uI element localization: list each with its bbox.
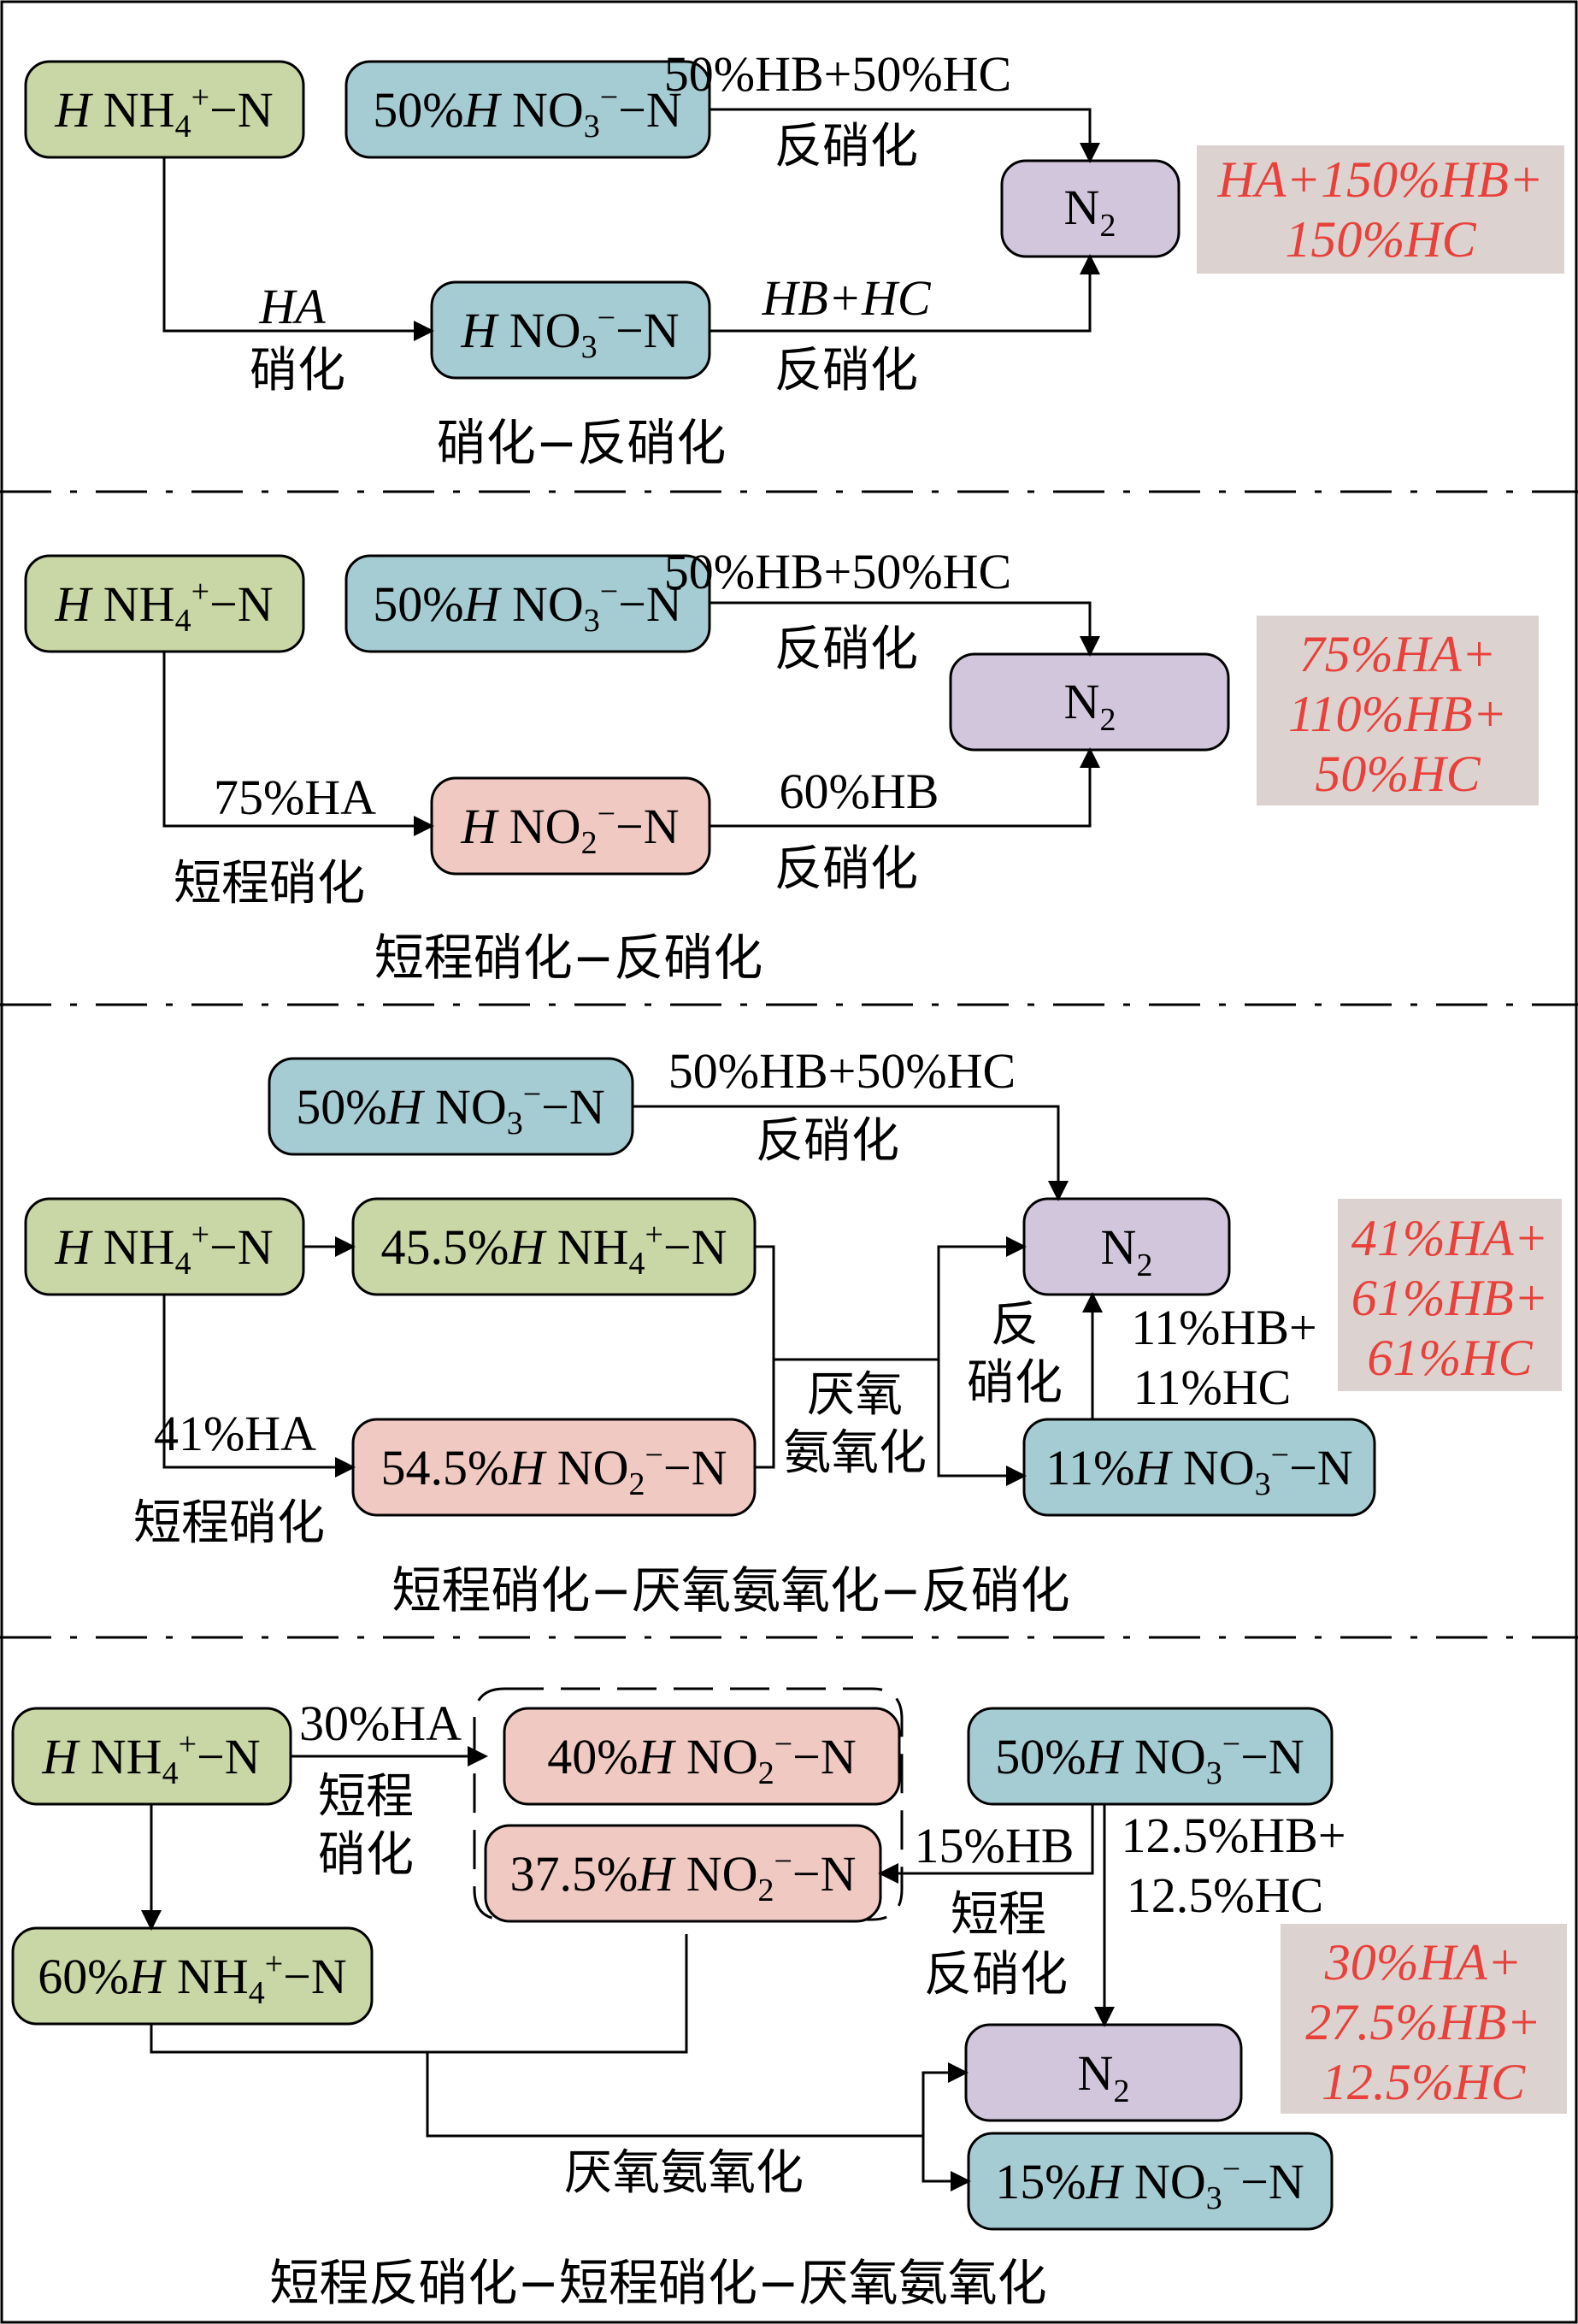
panel-nitrification-denitrification: H NH4+−N 50%H NO3−−N H NO3−−N N2 50%HB+5… <box>24 46 1564 472</box>
p2-denit-process: 反硝化 <box>774 841 918 897</box>
p1-no3-label: H NO3−−N <box>460 300 679 365</box>
panel-pn-anammox-denitrification: 50%H NO3−−N H NH4+−N 45.5%H NH4+−N 54.5%… <box>24 1043 1562 1619</box>
p1-nitrif-process: 硝化 <box>250 343 345 398</box>
panel-shortcut-nitrification-denitrification: H NH4+−N 50%H NO3−−N H NO2−−N N2 50%HB+5… <box>24 544 1539 987</box>
p1-top-process: 反硝化 <box>774 119 918 174</box>
p4-nitrif-process-line2: 硝化 <box>318 1827 414 1883</box>
p3-denit-rate-line2: 11%HC <box>1133 1360 1292 1415</box>
p1-no3-half-label: 50%H NO3−−N <box>373 80 682 145</box>
p3-no2-to-anammox <box>755 1360 775 1469</box>
p2-top-process: 反硝化 <box>774 622 918 677</box>
p1-caption: 硝化−反硝化 <box>437 414 727 472</box>
p4-nitrif-process-line1: 短程 <box>318 1769 414 1825</box>
p3-denit-rate-line1: 11%HB+ <box>1131 1300 1316 1355</box>
p4-note-line3: 12.5%HC <box>1322 2054 1526 2110</box>
p3-anammox-to-n2 <box>937 1236 1027 1360</box>
p3-note-box <box>1338 1199 1562 1391</box>
p4-no3-part-label: 15%H NO3−−N <box>995 2151 1304 2216</box>
p3-note-line2: 61%HB+ <box>1351 1270 1548 1326</box>
p4-nh4-label: H NH4+−N <box>41 1726 260 1791</box>
p4-note-box <box>1281 1924 1567 2114</box>
p4-caption: 短程反硝化−短程硝化−厌氧氨氧化 <box>269 2254 1046 2312</box>
p3-nh4-to-anammox <box>755 1245 939 1361</box>
p3-no3-part-label: 11%H NO3−−N <box>1045 1437 1352 1502</box>
p4-no2-a-label: 40%H NO2−−N <box>547 1726 857 1791</box>
p4-denit-rate-line2: 12.5%HC <box>1127 1867 1323 1923</box>
p1-n2-label: N2 <box>1064 180 1116 244</box>
p3-anammox-line2: 氨氧化 <box>783 1425 927 1481</box>
p1-denit-arrow <box>710 254 1100 333</box>
p2-note-line1: 75%HA+ <box>1299 626 1496 682</box>
p4-no3-half-label: 50%H NO3−−N <box>995 1726 1304 1791</box>
p4-anammox-process: 厌氧氨氧化 <box>564 2145 804 2201</box>
p3-nitrification-arrow <box>162 1295 356 1478</box>
p4-no2-a-box <box>503 1707 901 1806</box>
p1-note-line1: HA+150%HB+ <box>1217 151 1544 208</box>
p1-nitrif-rate: HA <box>258 279 326 334</box>
p3-note-line3: 61%HC <box>1367 1330 1533 1386</box>
p3-anammox-to-no3 <box>937 1360 1027 1486</box>
p2-no3-half-label: 50%H NO3−−N <box>373 574 682 639</box>
p3-denit-process-line2: 硝化 <box>967 1355 1063 1411</box>
p4-nh4-part-label: 60%H NH4+−N <box>38 1946 347 2011</box>
p1-note-line2: 150%HC <box>1285 211 1476 268</box>
p3-top-denit-arrow <box>633 1105 1069 1201</box>
p2-denit-rate: 60%HB <box>780 764 939 819</box>
p4-no2-group-border <box>473 1687 904 1921</box>
p2-no2-label: H NO2−−N <box>460 796 679 861</box>
p1-denit-rate: HB+HC <box>761 270 931 326</box>
p3-anammox-line1: 厌氧 <box>807 1367 903 1423</box>
p2-note-line2: 110%HB+ <box>1288 686 1507 742</box>
p3-top-rate: 50%HB+50%HC <box>668 1043 1016 1099</box>
p1-note-box <box>1197 145 1564 274</box>
p3-note-line1: 41%HA+ <box>1351 1210 1548 1266</box>
p4-denit-rate-line1: 12.5%HB+ <box>1121 1808 1345 1863</box>
p2-caption: 短程硝化−反硝化 <box>374 929 763 987</box>
p4-pdn-process-line2: 反硝化 <box>924 1947 1068 2003</box>
panel-pdn-pn-anammox: H NH4+−N 40%H NO2−−N 37.5%H NO2−−N 50%H … <box>11 1687 1567 2312</box>
p4-note-line2: 27.5%HB+ <box>1305 1994 1540 2050</box>
p3-nitrif-process: 短程硝化 <box>133 1495 325 1551</box>
p2-nitrif-process: 短程硝化 <box>174 856 365 911</box>
p4-pdn-rate: 15%HB <box>915 1818 1075 1873</box>
p4-nh4-part-box <box>11 1926 374 2026</box>
p2-top-denit-arrow <box>710 601 1100 657</box>
p4-nitrif-rate: 30%HA <box>299 1696 462 1751</box>
p4-anammox-to-n2 <box>921 2062 969 2136</box>
p2-nh4-label: H NH4+−N <box>54 574 273 639</box>
p2-top-rate: 50%HB+50%HC <box>664 544 1011 599</box>
p3-no3-half-label: 50%H NO3−−N <box>296 1076 605 1141</box>
p2-denit-arrow <box>710 747 1100 828</box>
p3-nh4-label: H NH4+−N <box>54 1217 273 1282</box>
p3-top-process: 反硝化 <box>756 1113 899 1169</box>
p4-nh4-to-anammox <box>150 1934 688 2054</box>
p2-nitrification-arrow <box>162 652 434 836</box>
p3-nitrif-rate: 41%HA <box>154 1406 316 1461</box>
p1-denit-process: 反硝化 <box>774 343 918 398</box>
p4-no3-half-box <box>967 1707 1334 1806</box>
p3-no2-part-label: 54.5%H NO2−−N <box>380 1437 727 1502</box>
p2-nitrif-rate: 75%HA <box>214 770 376 825</box>
p4-pdn-arrow <box>878 1804 1094 1884</box>
p4-note-line1: 30%HA+ <box>1324 1934 1522 1991</box>
p4-no2-b-label: 37.5%H NO2−−N <box>509 1843 856 1908</box>
p4-anammox-trunk <box>426 2052 923 2138</box>
p1-top-denit-arrow <box>710 108 1100 163</box>
p2-note-line3: 50%HC <box>1315 746 1481 802</box>
p4-pdn-process-line1: 短程 <box>951 1887 1046 1943</box>
p1-nh4-label: H NH4+−N <box>54 80 273 145</box>
p2-note-box <box>1257 616 1539 805</box>
p1-nitrification-arrow <box>162 157 434 341</box>
p1-top-rate: 50%HB+50%HC <box>664 46 1011 102</box>
p3-denit-process-line1: 反 <box>991 1297 1039 1353</box>
p3-caption: 短程硝化−厌氧氨氧化−反硝化 <box>392 1561 1069 1619</box>
p3-nh4-part-label: 45.5%H NH4+−N <box>380 1217 727 1282</box>
p4-anammox-to-no3 <box>921 2136 971 2191</box>
